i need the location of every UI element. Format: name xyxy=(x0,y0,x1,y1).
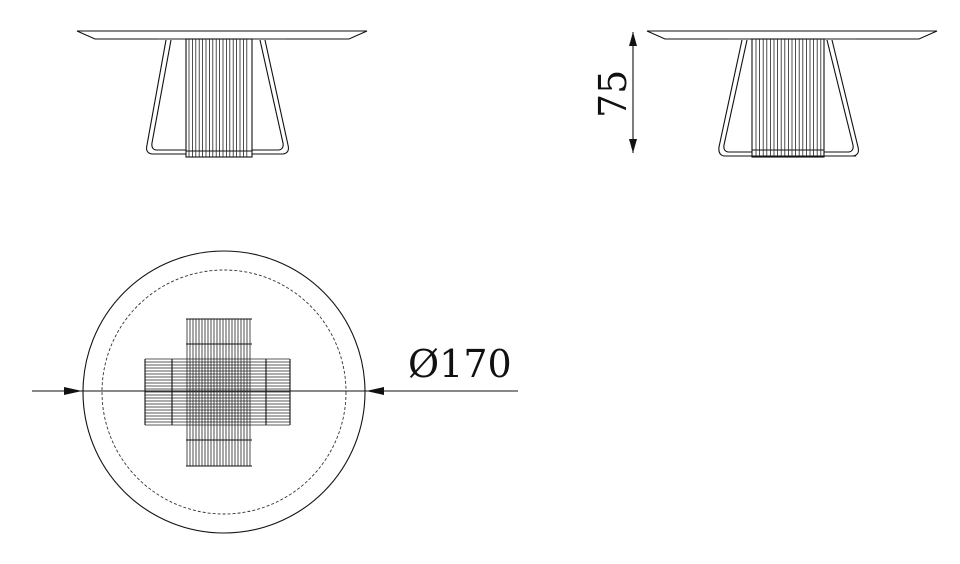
diameter-dimension: Ø170 xyxy=(32,342,518,395)
tabletop-side xyxy=(646,30,938,40)
tabletop-front xyxy=(76,30,368,40)
plan-view xyxy=(82,250,366,534)
diameter-dimension-label: Ø170 xyxy=(408,342,512,386)
height-dimension-label: 75 xyxy=(591,70,635,118)
height-dimension: 75 xyxy=(591,32,637,153)
pedestal-plan-cross xyxy=(144,318,291,467)
pedestal-ribs-side xyxy=(755,39,822,157)
side-elevation-view xyxy=(646,30,938,158)
front-elevation-view xyxy=(76,30,368,158)
underside-dashed-outline xyxy=(101,269,347,515)
front-legs xyxy=(146,39,289,155)
side-legs xyxy=(718,39,859,157)
tabletop-outline xyxy=(82,250,366,534)
pedestal-ribs-front xyxy=(188,39,248,157)
